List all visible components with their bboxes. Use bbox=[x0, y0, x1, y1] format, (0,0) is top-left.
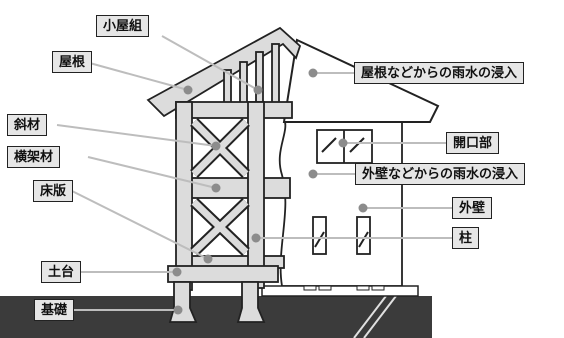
label-oukazai: 横架材 bbox=[7, 146, 61, 168]
leader-markers bbox=[172, 68, 368, 315]
ground-crack bbox=[353, 295, 397, 338]
frame-structure bbox=[146, 26, 302, 323]
label-shoban: 床版 bbox=[33, 180, 74, 202]
label-koyagumi: 小屋組 bbox=[96, 15, 150, 37]
lower-windows bbox=[312, 216, 371, 255]
leader-lines bbox=[56, 35, 452, 311]
label-wall-leak: 外壁などからの雨水の浸入 bbox=[355, 163, 526, 185]
label-kiso: 基礎 bbox=[34, 299, 75, 321]
upper-window bbox=[316, 129, 373, 164]
label-dodai: 土台 bbox=[41, 261, 82, 283]
label-kaikoubu: 開口部 bbox=[446, 132, 500, 154]
label-hashira: 柱 bbox=[452, 227, 480, 249]
label-shazai: 斜材 bbox=[7, 114, 48, 136]
label-yane: 屋根 bbox=[52, 51, 93, 73]
label-gaiheki: 外壁 bbox=[452, 197, 493, 219]
label-roof-leak: 屋根などからの雨水の浸入 bbox=[354, 62, 525, 84]
